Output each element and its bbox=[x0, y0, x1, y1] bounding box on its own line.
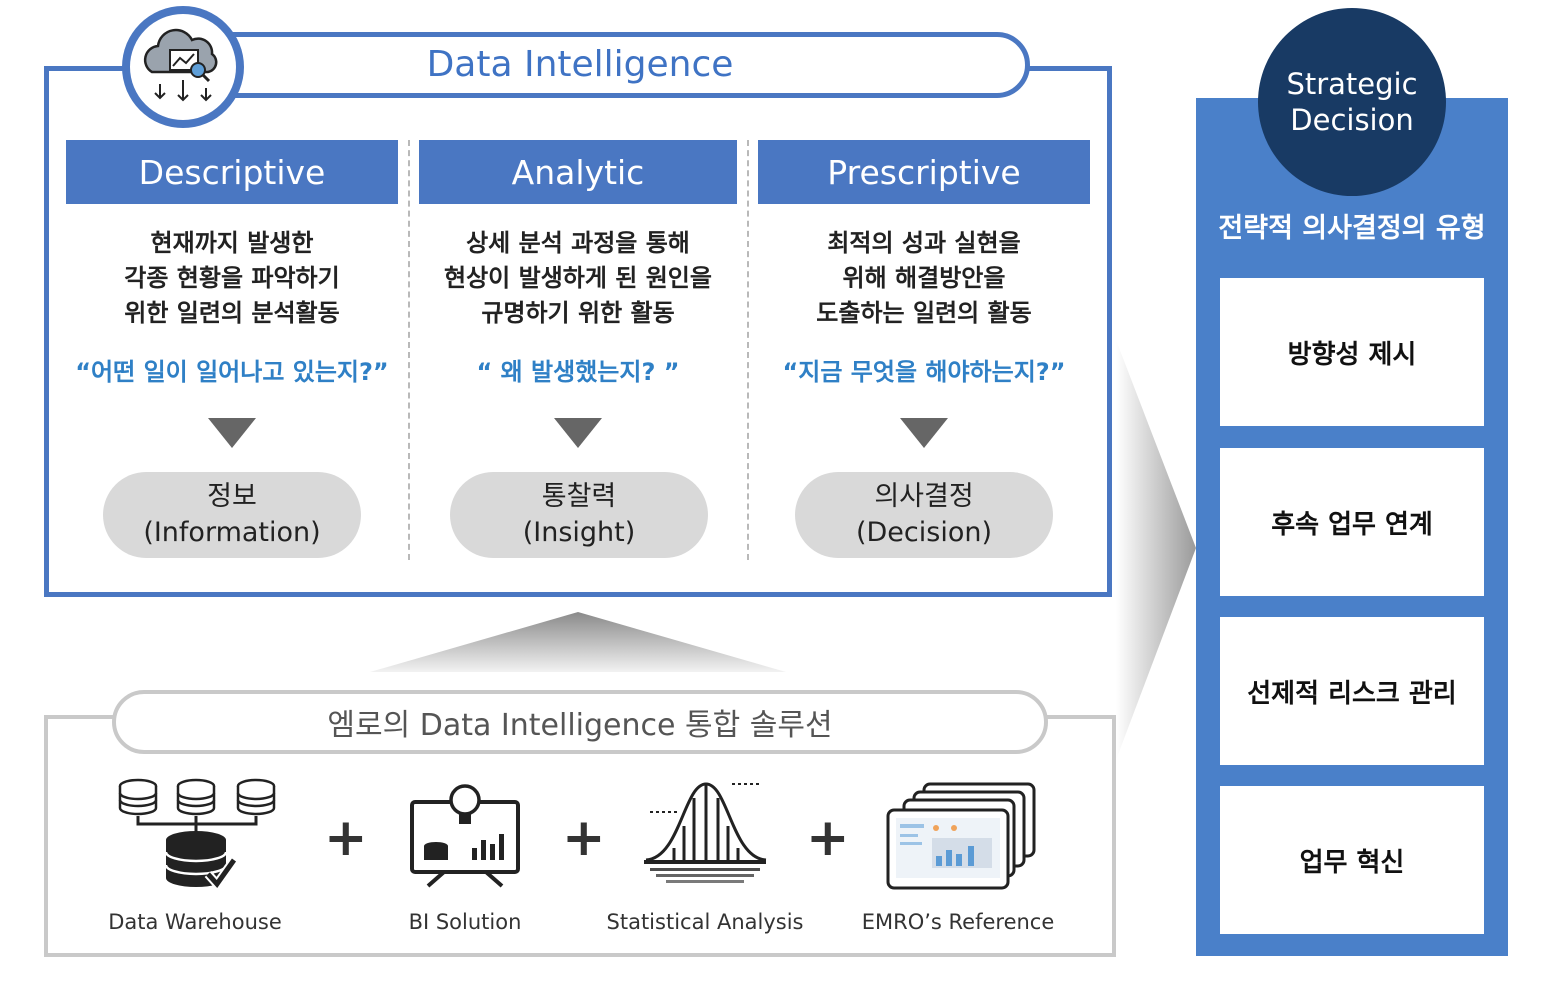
page-title: Data Intelligence bbox=[426, 44, 734, 85]
result-information: 정보 (Information) bbox=[103, 472, 361, 558]
column-divider bbox=[408, 140, 410, 560]
result-label-en: (Decision) bbox=[855, 517, 992, 548]
down-triangle-icon bbox=[208, 418, 256, 448]
descriptive-description: 현재까지 발생한 각종 현황을 파악하기 위한 일련의 분석활동 bbox=[66, 226, 398, 331]
decision-type-item: 방향성 제시 bbox=[1220, 278, 1484, 426]
plus-icon: + bbox=[562, 808, 606, 868]
analytic-description: 상세 분석 과정을 통해 현상이 발생하게 된 원인을 규명하기 위한 활동 bbox=[419, 226, 737, 331]
column-divider bbox=[747, 140, 749, 560]
solution-label: BI Solution bbox=[408, 910, 522, 934]
result-decision: 의사결정 (Decision) bbox=[795, 472, 1053, 558]
description-line: 위한 일련의 분석활동 bbox=[124, 299, 340, 327]
descriptive-question: “어떤 일이 일어나고 있는지?” bbox=[75, 358, 389, 386]
description-line: 각종 현황을 파악하기 bbox=[124, 264, 340, 292]
solution-label: Data Warehouse bbox=[108, 910, 282, 934]
prescriptive-header: Prescriptive bbox=[758, 140, 1090, 204]
result-label-ko: 통찰력 bbox=[541, 481, 617, 512]
bell-curve-icon bbox=[644, 782, 767, 883]
down-triangle-icon bbox=[554, 418, 602, 448]
monitor-chart-icon bbox=[410, 784, 520, 888]
prescriptive-description: 최적의 성과 실현을 위해 해결방안을 도출하는 일련의 활동 bbox=[758, 226, 1090, 331]
description-line: 상세 분석 과정을 통해 bbox=[466, 229, 690, 257]
result-label-en: (Insight) bbox=[522, 517, 636, 548]
solution-label: Statistical Analysis bbox=[606, 910, 804, 934]
down-triangle-icon bbox=[900, 418, 948, 448]
result-label-ko: 정보 bbox=[207, 481, 257, 512]
description-line: 규명하기 위한 활동 bbox=[481, 299, 675, 327]
badge-line: Decision bbox=[1290, 103, 1414, 137]
decision-type-item: 선제적 리스크 관리 bbox=[1220, 617, 1484, 765]
result-insight: 통찰력 (Insight) bbox=[450, 472, 708, 558]
plus-icon: + bbox=[324, 808, 368, 868]
right-arrow-connector bbox=[1116, 340, 1196, 760]
description-line: 현상이 발생하게 된 원인을 bbox=[444, 264, 712, 292]
description-line: 도출하는 일련의 활동 bbox=[816, 299, 1032, 327]
decision-type-item: 업무 혁신 bbox=[1220, 786, 1484, 934]
database-icon bbox=[118, 778, 276, 892]
result-label-en: (Information) bbox=[143, 517, 321, 548]
description-line: 최적의 성과 실현을 bbox=[827, 229, 1021, 257]
solution-title: 엠로의 Data Intelligence 통합 솔루션 bbox=[327, 708, 833, 743]
plus-icon: + bbox=[806, 808, 850, 868]
stacked-screens-icon bbox=[886, 782, 1036, 890]
analytic-question: “ 왜 발생했는지? ” bbox=[476, 358, 680, 386]
description-line: 위해 해결방안을 bbox=[842, 264, 1006, 292]
cloud-analytics-icon-face bbox=[130, 14, 236, 120]
solution-title-pill bbox=[112, 690, 1048, 754]
badge-line: Strategic bbox=[1286, 67, 1418, 101]
descriptive-header: Descriptive bbox=[66, 140, 398, 204]
result-label-ko: 의사결정 bbox=[874, 481, 974, 512]
strategic-subtitle: 전략적 의사결정의 유형 bbox=[1218, 213, 1486, 244]
analytic-header: Analytic bbox=[419, 140, 737, 204]
up-arrow-connector bbox=[370, 612, 786, 672]
strategic-decision-badge: Strategic Decision bbox=[1258, 8, 1446, 196]
description-line: 현재까지 발생한 bbox=[150, 229, 314, 257]
cloud-icon bbox=[143, 28, 218, 102]
title-pill bbox=[160, 32, 1030, 98]
solution-label: EMRO’s Reference bbox=[861, 910, 1055, 934]
prescriptive-question: “지금 무엇을 해야하는지?” bbox=[782, 358, 1066, 386]
decision-type-item: 후속 업무 연계 bbox=[1220, 448, 1484, 596]
